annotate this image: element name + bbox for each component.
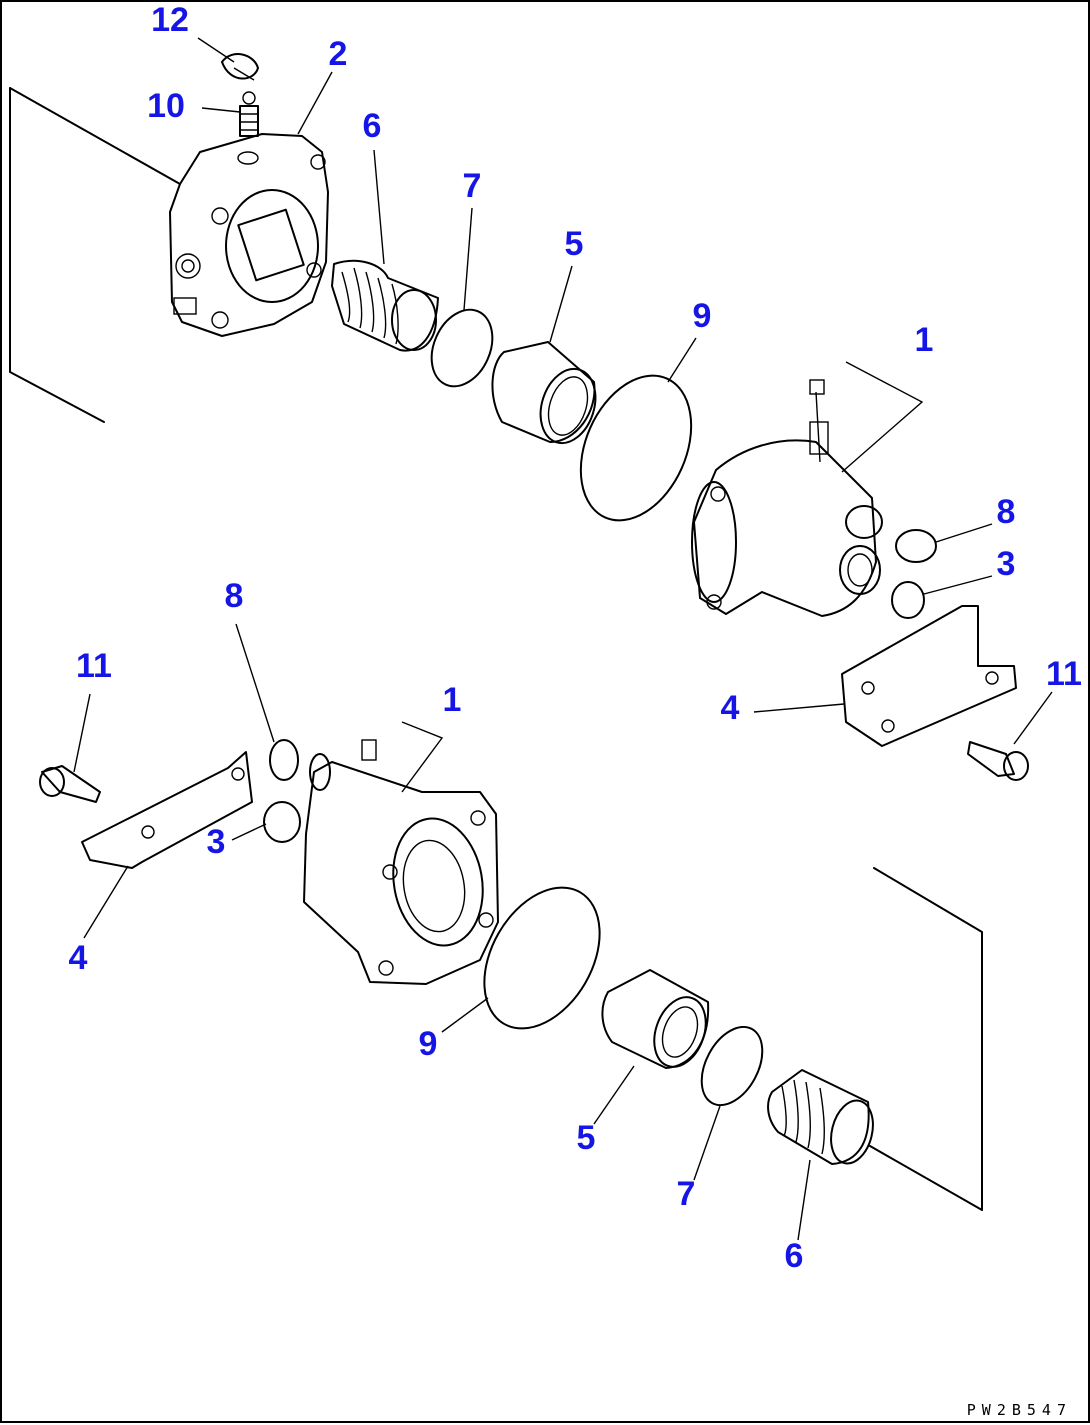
part-5-sleeve-upper (491, 341, 597, 445)
part-2-flange-housing (169, 133, 329, 337)
callout-6-lower: 6 (784, 1237, 804, 1275)
part-6-bellows-lower (767, 1069, 874, 1165)
part-11-bolt-lower (39, 765, 101, 803)
callout-1-upper: 1 (914, 321, 934, 359)
part-1-housing-lower (303, 721, 499, 985)
callout-7-upper: 7 (462, 167, 482, 205)
part-9-oring-upper (579, 374, 693, 522)
callout-10: 10 (147, 87, 185, 125)
callout-4-upper: 4 (720, 689, 740, 727)
lower-group-bracket (873, 867, 983, 1211)
part-4-bracket-lower (81, 751, 253, 869)
callout-3-lower: 3 (206, 823, 226, 861)
part-6-bellows-upper (331, 259, 439, 352)
upper-group-bracket (9, 87, 105, 423)
callout-3-upper: 3 (996, 545, 1016, 583)
lower-group-bracket-bottom (869, 1145, 983, 1211)
callout-12: 12 (151, 1, 189, 39)
callout-4-lower: 4 (68, 939, 88, 977)
callout-2-upper: 2 (328, 35, 348, 73)
callout-9-upper: 9 (692, 297, 712, 335)
part-7-oring-lower (700, 1025, 764, 1107)
part-11-bolt-upper (967, 741, 1029, 781)
part-8-cap-lower (269, 739, 299, 781)
part-9-oring-lower (483, 886, 601, 1030)
callout-6-upper: 6 (362, 107, 382, 145)
part-10-grease-nipple (239, 91, 259, 137)
callout-11-lower: 11 (76, 647, 112, 685)
part-4-bracket-upper (841, 605, 1017, 747)
part-5-sleeve-lower (601, 969, 710, 1069)
callout-11-upper: 11 (1046, 655, 1082, 693)
upper-group-bracket-top (9, 87, 181, 185)
part-3-plug-lower (263, 801, 301, 843)
drawing-code: PW2B547 (966, 1401, 1072, 1419)
callout-7-lower: 7 (676, 1175, 696, 1213)
callout-8-upper: 8 (996, 493, 1016, 531)
part-12-cap (221, 53, 259, 81)
part-3-plug-upper (891, 581, 925, 619)
leader-lines (73, 37, 1053, 1241)
part-7-oring-upper (430, 308, 494, 388)
callout-5-lower: 5 (576, 1119, 596, 1157)
part-1-housing-upper (691, 361, 924, 617)
callout-9-lower: 9 (418, 1025, 438, 1063)
callout-1-lower: 1 (442, 681, 462, 719)
callout-8-lower: 8 (224, 577, 244, 615)
callout-5-upper: 5 (564, 225, 584, 263)
part-8-cap-upper (895, 529, 937, 563)
